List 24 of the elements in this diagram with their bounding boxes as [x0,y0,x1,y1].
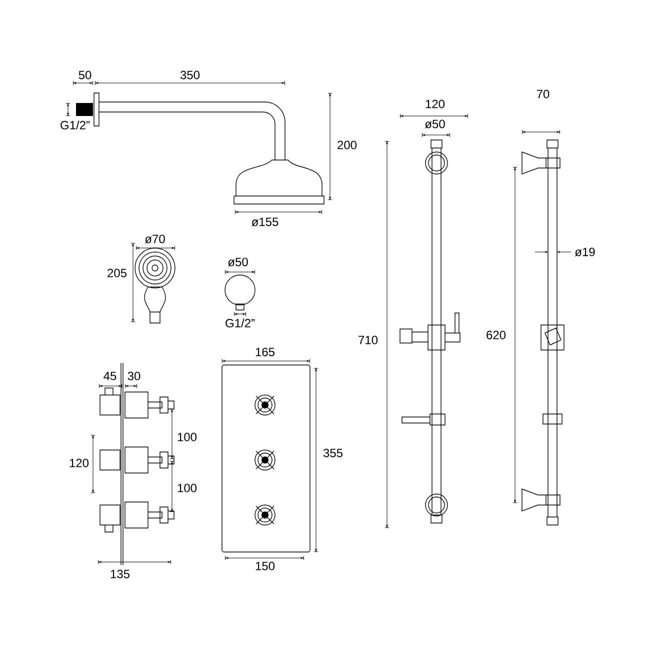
dimension-label: 620 [486,330,506,340]
dimension-label: ø70 [144,234,165,244]
dimension-label: 100 [178,484,197,492]
dimension-label: ø155 [252,218,278,226]
dimension-label: 100 [178,432,197,442]
dimension-label: G1/2” [60,120,90,130]
dimension-label: 350 [180,70,200,80]
dimension-label: 50 [78,70,92,80]
dimension-label: 355 [323,448,342,458]
dimension-label: 120 [70,458,89,468]
dimension-label: 70 [536,90,550,98]
dimension-label: ø50 [228,258,248,266]
dimension-label: 30 [128,372,140,380]
dimension-label: 45 [104,372,116,380]
dimension-label: ø19 [574,248,595,256]
dimension-label: 120 [426,100,445,108]
dimension-label: G1/2” [226,318,255,328]
dimension-label: ø50 [424,120,445,128]
dimension-label: 150 [256,562,275,570]
dimension-label: 135 [110,570,130,578]
dimension-label: 205 [108,268,126,278]
dimension-label: 200 [338,140,357,150]
dimension-label: 165 [256,348,274,356]
dimension-label: 710 [358,336,378,344]
